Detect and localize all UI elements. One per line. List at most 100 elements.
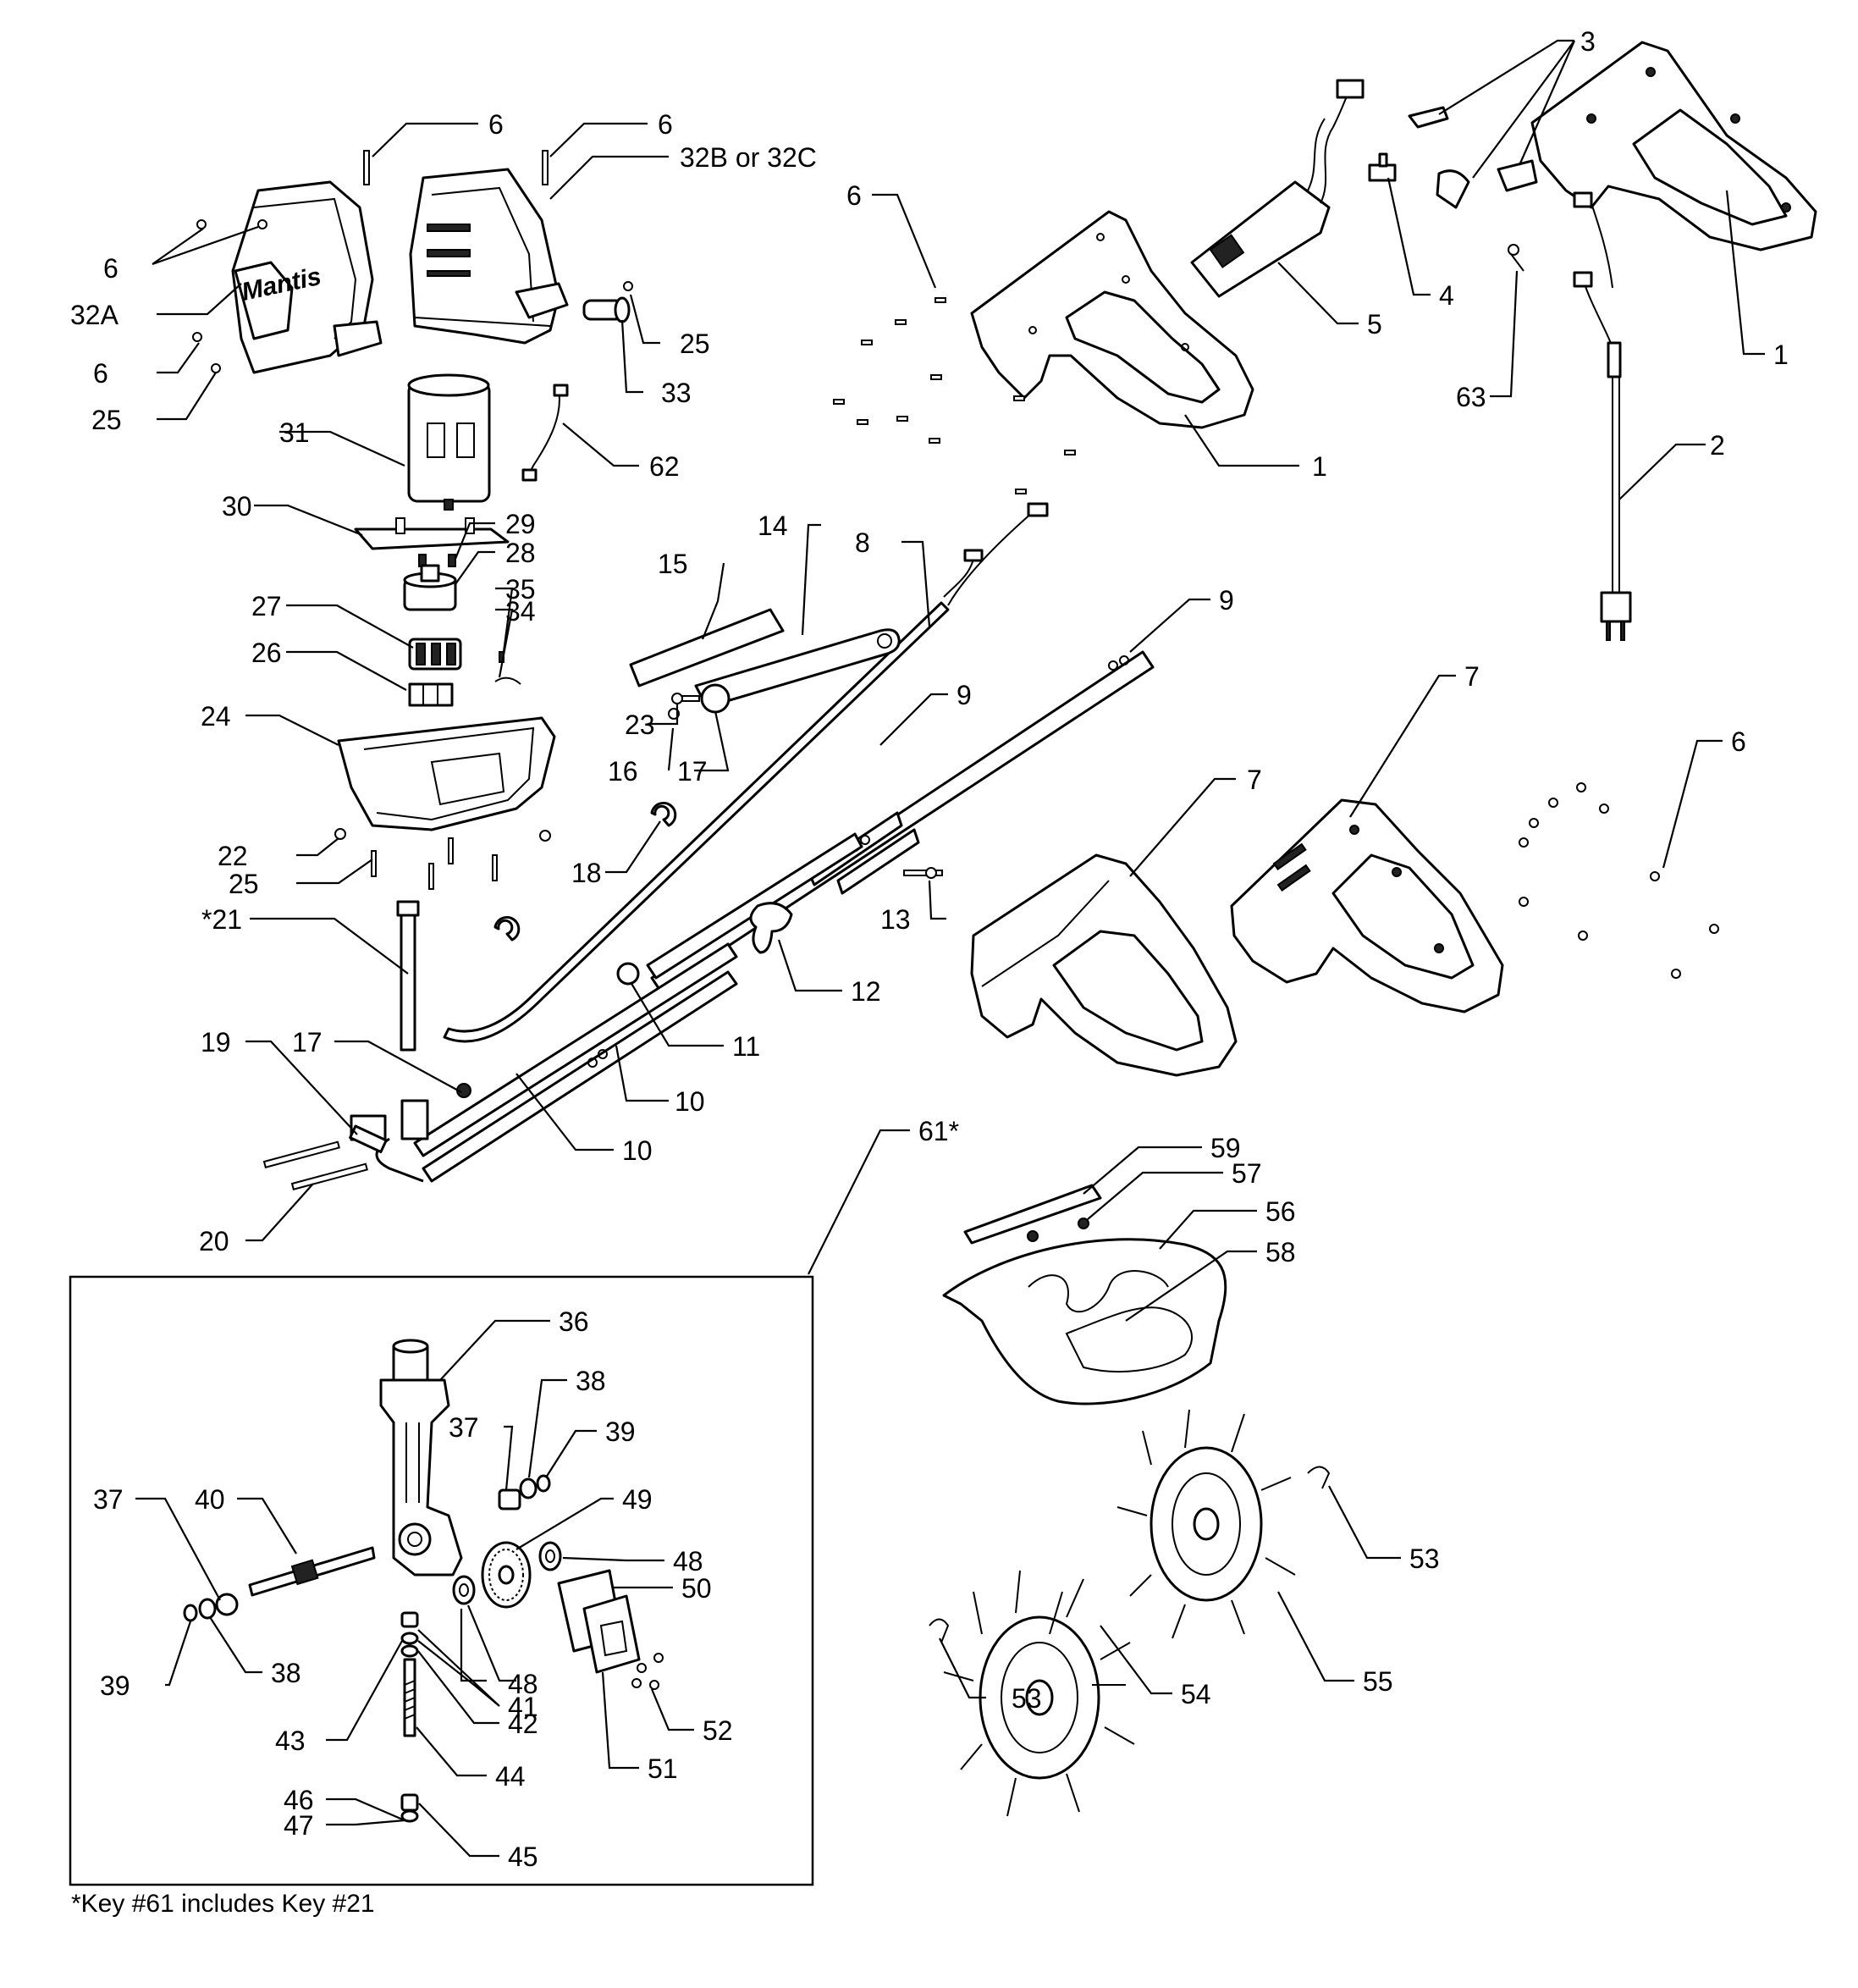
callout-34: 34 (505, 596, 536, 627)
callout-32b-or-32c: 32B or 32C (680, 142, 817, 173)
callout-8: 8 (855, 527, 870, 558)
cord-2 (1573, 191, 1632, 641)
callout-27: 27 (251, 591, 282, 621)
callout-17: 17 (292, 1027, 323, 1058)
plate-19 (349, 1124, 388, 1153)
callout-1: 1 (1773, 340, 1789, 370)
worm-shaft-41-44 (400, 1611, 419, 1737)
callout-39: 39 (605, 1416, 636, 1447)
coupling-27 (408, 638, 462, 671)
callout-24: 24 (201, 701, 231, 732)
callout-17: 17 (677, 756, 708, 787)
callout-13: 13 (880, 904, 911, 935)
transmission-kit-61-box (69, 1275, 814, 1886)
callout-6: 6 (1731, 726, 1746, 757)
callout-58: 58 (1265, 1237, 1296, 1267)
handle-grip-7-left (970, 853, 1238, 1077)
switch-module-5 (1190, 79, 1365, 298)
callout-23: 23 (625, 710, 655, 740)
coupling-28 (403, 564, 457, 611)
callout-6: 6 (488, 109, 504, 140)
callout-54: 54 (1181, 1679, 1211, 1709)
callout-5: 5 (1367, 309, 1382, 340)
cover-screws (192, 150, 633, 373)
callout-36: 36 (559, 1306, 589, 1337)
callout-35: 35 (505, 574, 536, 605)
shaft-21 (396, 900, 420, 1052)
callout-25: 25 (229, 869, 259, 899)
callout-3: 3 (1580, 26, 1596, 57)
handle-half-1-center (970, 210, 1254, 429)
callout-44: 44 (495, 1761, 526, 1792)
callout-56: 56 (1265, 1196, 1296, 1227)
tine-assembly-54 (943, 1570, 1135, 1817)
callout-49: 49 (622, 1484, 653, 1515)
cover-51 (582, 1594, 641, 1674)
callout-53: 53 (1012, 1683, 1042, 1714)
callout-2: 2 (1710, 430, 1725, 461)
motor-31 (407, 373, 491, 511)
callout-25: 25 (91, 405, 122, 435)
clip-63 (1508, 244, 1524, 272)
tube-9-lower (646, 832, 863, 980)
callout-19: 19 (201, 1027, 231, 1058)
callout-29: 29 (505, 509, 536, 539)
switch-part-4 (1368, 152, 1397, 182)
callout-12: 12 (851, 976, 881, 1007)
callout-20: 20 (199, 1226, 229, 1256)
callout-6: 6 (846, 180, 862, 211)
washer-38a-39a (519, 1474, 551, 1499)
bushing-37a (498, 1488, 521, 1510)
motor-cover-left-32a: Mantis (231, 180, 383, 374)
callout-46: 46 (284, 1785, 314, 1815)
knob-11 (616, 962, 640, 986)
callout-6: 6 (93, 358, 108, 389)
callout-41: 41 (508, 1692, 538, 1722)
gear-49 (481, 1541, 532, 1609)
handle-screws-center (833, 297, 1076, 494)
bolts-20 (262, 1140, 368, 1190)
callout-9: 9 (1219, 585, 1234, 616)
callout-47: 47 (284, 1810, 314, 1841)
retaining-ring-18 (493, 802, 677, 942)
callout-62: 62 (649, 451, 680, 482)
callout-7: 7 (1464, 661, 1480, 692)
knob-12 (749, 902, 793, 954)
callout-6: 6 (658, 109, 673, 140)
callout-30: 30 (222, 491, 252, 522)
callout-37: 37 (449, 1412, 479, 1443)
callout-28: 28 (505, 538, 536, 568)
callout-38: 38 (271, 1658, 301, 1688)
handle-half-1-right (1530, 41, 1817, 251)
callout-15: 15 (658, 549, 688, 579)
hairpins-53 (929, 1466, 1331, 1643)
brush-plate-30 (354, 517, 510, 550)
callout-45: 45 (508, 1842, 538, 1872)
switch-parts-3 (1408, 106, 1538, 209)
callout-57: 57 (1232, 1158, 1262, 1189)
callout-63: 63 (1456, 382, 1486, 412)
handle-screws-right (1519, 782, 1719, 979)
callout-42: 42 (508, 1709, 538, 1739)
knob-33 (582, 296, 631, 323)
callout-9: 9 (957, 680, 972, 710)
bearing-45-47 (400, 1793, 419, 1823)
callout-21: *21 (201, 904, 242, 935)
pin-23-16-17 (671, 693, 700, 704)
callout-26: 26 (251, 638, 282, 668)
transmission-housing-36 (379, 1339, 463, 1577)
wire-62 (521, 384, 569, 482)
tube-10-pair (350, 942, 738, 1183)
motor-cover-right-32bc (409, 168, 569, 345)
callout-18: 18 (571, 858, 602, 888)
callout-1: 1 (1312, 451, 1327, 482)
screws-52 (631, 1653, 664, 1690)
callout-52: 52 (703, 1715, 733, 1746)
callout-43: 43 (275, 1726, 306, 1756)
footnote: *Key #61 includes Key #21 (71, 1890, 375, 1918)
spider-26 (408, 682, 454, 707)
tine-assembly-55 (1116, 1409, 1296, 1639)
decal-15 (629, 608, 785, 688)
callout-37: 37 (93, 1484, 124, 1515)
